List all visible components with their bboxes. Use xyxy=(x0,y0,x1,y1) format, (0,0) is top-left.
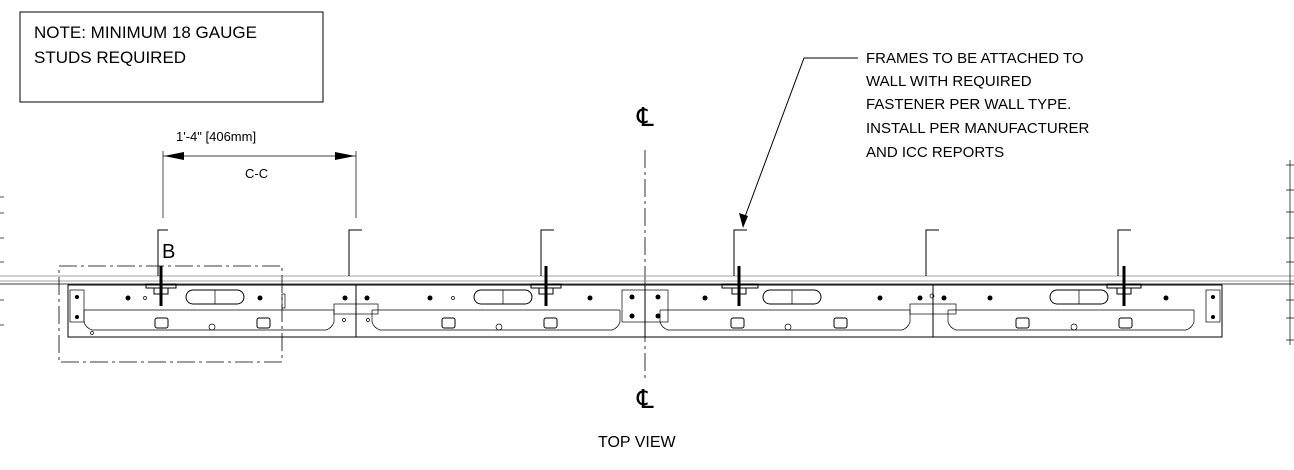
frame-panel xyxy=(621,289,911,331)
frame-panel xyxy=(909,289,1221,331)
callout-line-3: FASTENER PER WALL TYPE. xyxy=(866,96,1071,113)
callout-line-4: INSTALL PER MANUFACTURER xyxy=(866,120,1090,137)
dimension-stud-spacing: 1'-4" [406mm] C-C xyxy=(162,129,357,218)
callout-leader xyxy=(739,57,858,228)
dimension-sub: C-C xyxy=(245,166,268,181)
detail-b-boundary xyxy=(58,265,283,363)
centerline-symbol-bottom: ℄ xyxy=(636,384,654,414)
callout-line-2: WALL WITH REQUIRED xyxy=(866,73,1032,90)
note-box: NOTE: MINIMUM 18 GAUGE STUDS REQUIRED xyxy=(19,11,324,103)
fasteners xyxy=(145,266,1142,306)
fastener xyxy=(530,266,562,306)
callout-line-1: FRAMES TO BE ATTACHED TO xyxy=(866,50,1084,67)
frame-panel xyxy=(333,289,621,331)
frame-panel xyxy=(69,289,335,335)
studs xyxy=(157,229,1131,276)
view-title: TOP VIEW xyxy=(598,434,677,451)
stud xyxy=(540,229,554,276)
wall xyxy=(0,275,1294,285)
centerline: ℄ ℄ xyxy=(636,102,654,414)
fastener xyxy=(145,266,177,306)
stud xyxy=(733,229,747,276)
dimension-arrow-right xyxy=(335,152,355,160)
right-break-marks xyxy=(1286,160,1294,345)
fastener xyxy=(1106,266,1142,306)
dimension-value: 1'-4" [406mm] xyxy=(176,129,256,144)
leader-arrowhead xyxy=(739,213,748,228)
detail-b: B xyxy=(58,241,283,363)
stud xyxy=(925,229,939,276)
callout-line-5: AND ICC REPORTS xyxy=(866,144,1004,161)
fastener xyxy=(721,266,759,306)
detail-b-label: B xyxy=(162,241,175,263)
note-line-1: NOTE: MINIMUM 18 GAUGE xyxy=(34,23,257,42)
stud xyxy=(1117,229,1131,276)
left-break-marks xyxy=(0,196,4,326)
stud xyxy=(348,229,362,276)
centerline-symbol-top: ℄ xyxy=(636,102,654,132)
stud xyxy=(157,229,168,276)
dimension-arrow-left xyxy=(164,152,184,160)
callout-note: FRAMES TO BE ATTACHED TO WALL WITH REQUI… xyxy=(866,50,1090,161)
note-line-2: STUDS REQUIRED xyxy=(34,48,186,67)
frame-panels xyxy=(67,284,1223,338)
